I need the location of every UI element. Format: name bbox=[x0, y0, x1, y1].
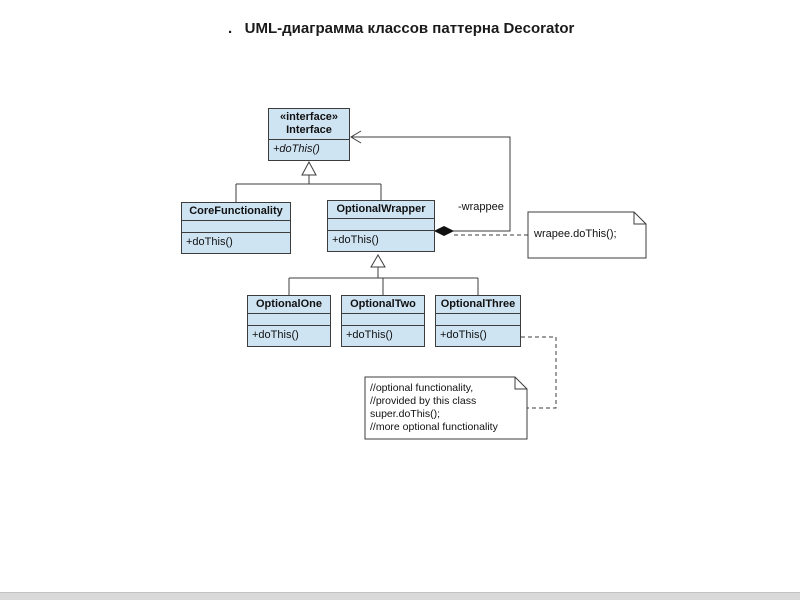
optional-note-line: //more optional functionality bbox=[370, 421, 498, 433]
slide-title: . UML-диаграмма классов паттерна Decorat… bbox=[228, 20, 575, 37]
class-corefunctionality-attrs bbox=[182, 221, 290, 233]
optional-note-text: //optional functionality, //provided by … bbox=[370, 382, 522, 434]
wrappee-role-label: -wrappee bbox=[458, 201, 504, 213]
class-optionaltwo: OptionalTwo +doThis() bbox=[341, 295, 425, 347]
class-optionalthree-name: OptionalThree bbox=[436, 296, 520, 314]
class-interface: «interface» Interface +doThis() bbox=[268, 108, 350, 161]
class-corefunctionality: CoreFunctionality +doThis() bbox=[181, 202, 291, 254]
generalization-bottom bbox=[288, 254, 479, 295]
aggregation-diamond-icon bbox=[433, 225, 455, 237]
class-corefunctionality-method: +doThis() bbox=[186, 236, 233, 248]
generalization-top bbox=[235, 160, 382, 202]
class-optionaltwo-name: OptionalTwo bbox=[342, 296, 424, 314]
generalization-triangle-icon bbox=[370, 254, 386, 268]
class-interface-method: +doThis() bbox=[273, 143, 320, 155]
class-optionalwrapper-attrs bbox=[328, 219, 434, 231]
note-fold-icon bbox=[633, 212, 646, 225]
class-optionaltwo-attrs bbox=[342, 314, 424, 326]
optional-note-line: //optional functionality, bbox=[370, 382, 474, 394]
class-interface-name: Interface bbox=[286, 124, 332, 136]
class-interface-stereotype: «interface» bbox=[279, 111, 339, 123]
class-optionalone-name: OptionalOne bbox=[248, 296, 330, 314]
class-optionalthree-attrs bbox=[436, 314, 520, 326]
class-interface-header: «interface» Interface bbox=[269, 109, 349, 140]
class-corefunctionality-name: CoreFunctionality bbox=[182, 203, 290, 221]
optional-note-line: //provided by this class bbox=[370, 395, 477, 407]
class-optionalwrapper-name: OptionalWrapper bbox=[328, 201, 434, 219]
class-optionalwrapper-method: +doThis() bbox=[332, 234, 379, 246]
class-optionalone-method: +doThis() bbox=[252, 329, 299, 341]
class-optionalone-attrs bbox=[248, 314, 330, 326]
class-optionalwrapper: OptionalWrapper +doThis() bbox=[327, 200, 435, 252]
open-arrowhead-icon bbox=[350, 130, 362, 144]
dashed-link-optional-note bbox=[521, 336, 557, 409]
class-optionaltwo-method: +doThis() bbox=[346, 329, 393, 341]
optional-note-line: super.doThis(); bbox=[370, 408, 441, 420]
bottom-strip bbox=[0, 592, 800, 600]
wrappee-note-text: wrapee.doThis(); bbox=[534, 228, 617, 240]
class-optionalthree: OptionalThree +doThis() bbox=[435, 295, 521, 347]
generalization-triangle-icon bbox=[301, 160, 317, 176]
class-optionalthree-method: +doThis() bbox=[440, 329, 487, 341]
class-optionalone: OptionalOne +doThis() bbox=[247, 295, 331, 347]
